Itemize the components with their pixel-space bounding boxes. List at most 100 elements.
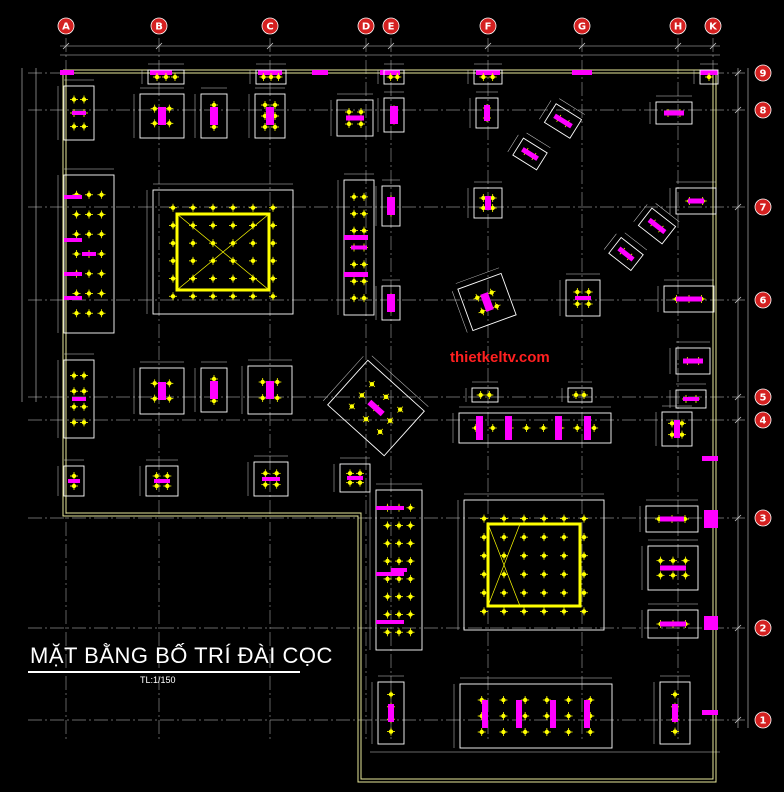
column-mark xyxy=(700,70,718,75)
column-mark xyxy=(704,616,718,630)
column-mark xyxy=(72,111,86,115)
pile xyxy=(406,557,415,566)
pile xyxy=(189,292,197,301)
pile-cap-outline xyxy=(152,189,294,315)
pile-cap-outline xyxy=(255,69,287,85)
dimension-tick xyxy=(734,203,742,211)
pile xyxy=(97,230,106,239)
pile xyxy=(70,122,78,131)
grid-bubble-circle xyxy=(754,64,772,82)
grid-bubble-column: A xyxy=(57,17,75,35)
dimension-tick xyxy=(155,42,163,50)
pile-cap-outline xyxy=(147,69,185,85)
pile xyxy=(521,696,530,704)
pile xyxy=(249,239,257,248)
column-mark xyxy=(550,700,556,728)
column-mark xyxy=(575,296,591,300)
pile xyxy=(395,574,403,583)
pile xyxy=(383,539,392,548)
pile-cap-outline xyxy=(659,681,691,745)
cap-dimension xyxy=(455,267,500,284)
pile-cap xyxy=(247,455,289,497)
pile-cap xyxy=(655,405,693,447)
pile xyxy=(560,607,568,616)
pile-cap-outline xyxy=(381,285,401,321)
pile xyxy=(360,226,368,235)
pile-cap xyxy=(539,98,585,139)
column-mark xyxy=(387,197,395,215)
pile xyxy=(383,557,392,566)
pile xyxy=(261,123,269,131)
column-mark xyxy=(390,106,398,124)
grid-bubble-circle xyxy=(57,17,75,35)
pile xyxy=(80,122,88,131)
core-diagonal xyxy=(487,523,521,607)
grid-bubble-label: 3 xyxy=(760,514,767,525)
pile xyxy=(150,379,159,388)
grid-bubble-circle xyxy=(150,17,168,35)
pile xyxy=(85,230,93,239)
grid-bubble-label: 5 xyxy=(760,393,767,404)
column-mark xyxy=(210,381,218,399)
pile-cap xyxy=(639,499,699,533)
pile-cap-outline xyxy=(675,389,707,409)
column-mark xyxy=(584,700,590,728)
pile-cap-outline xyxy=(63,85,95,141)
pile xyxy=(97,190,106,199)
pile-cap-outline xyxy=(139,93,185,139)
column-mark xyxy=(521,147,539,161)
pile xyxy=(249,274,257,283)
pile xyxy=(261,480,270,489)
pile xyxy=(72,210,81,219)
pile-cap xyxy=(323,355,429,457)
pile xyxy=(584,288,593,296)
pile xyxy=(229,203,237,212)
pile xyxy=(500,588,508,597)
pile xyxy=(500,551,508,560)
grid-bubble-label: F xyxy=(485,22,492,33)
cap-dimension xyxy=(526,132,551,149)
pile xyxy=(573,300,582,308)
pile-cross xyxy=(387,417,394,424)
pile xyxy=(387,727,395,736)
pile xyxy=(564,696,573,704)
dimension-tick xyxy=(578,42,586,50)
pile xyxy=(395,521,403,530)
cap-dimension xyxy=(624,232,648,251)
pile xyxy=(580,391,588,399)
grid-bubble-label: 4 xyxy=(760,416,767,427)
pile-cap xyxy=(57,459,85,497)
column-mark xyxy=(484,105,490,121)
pile-cap-outline xyxy=(145,465,179,497)
grid-bubble-label: A xyxy=(62,22,70,33)
pile xyxy=(580,588,588,597)
column-mark xyxy=(476,416,483,440)
pile-cap-outline xyxy=(254,93,286,139)
column-mark xyxy=(346,115,364,121)
pile-cap-outline xyxy=(383,69,405,85)
column-mark xyxy=(344,235,368,240)
pile xyxy=(479,73,488,81)
pile-cap-outline xyxy=(645,505,699,533)
pile-cap-outline xyxy=(512,137,548,171)
pile xyxy=(80,95,88,104)
dimension-tick xyxy=(734,393,742,401)
pile xyxy=(406,503,415,512)
grid-bubble-circle xyxy=(669,17,687,35)
pile-cross xyxy=(475,293,480,302)
pile xyxy=(209,274,217,283)
column-mark xyxy=(64,238,82,242)
pile-cap xyxy=(133,87,185,139)
pile xyxy=(271,123,279,131)
pile xyxy=(488,73,497,81)
pile xyxy=(386,417,394,424)
pile xyxy=(70,472,78,480)
pile-cap xyxy=(451,267,517,333)
pile-cap xyxy=(146,183,294,315)
pile-cap xyxy=(465,381,499,403)
pile-cap-outline xyxy=(675,187,717,215)
grid-bubble-row: 2 xyxy=(754,619,772,637)
pile xyxy=(165,394,174,403)
pile xyxy=(70,482,78,490)
pile xyxy=(520,551,528,560)
